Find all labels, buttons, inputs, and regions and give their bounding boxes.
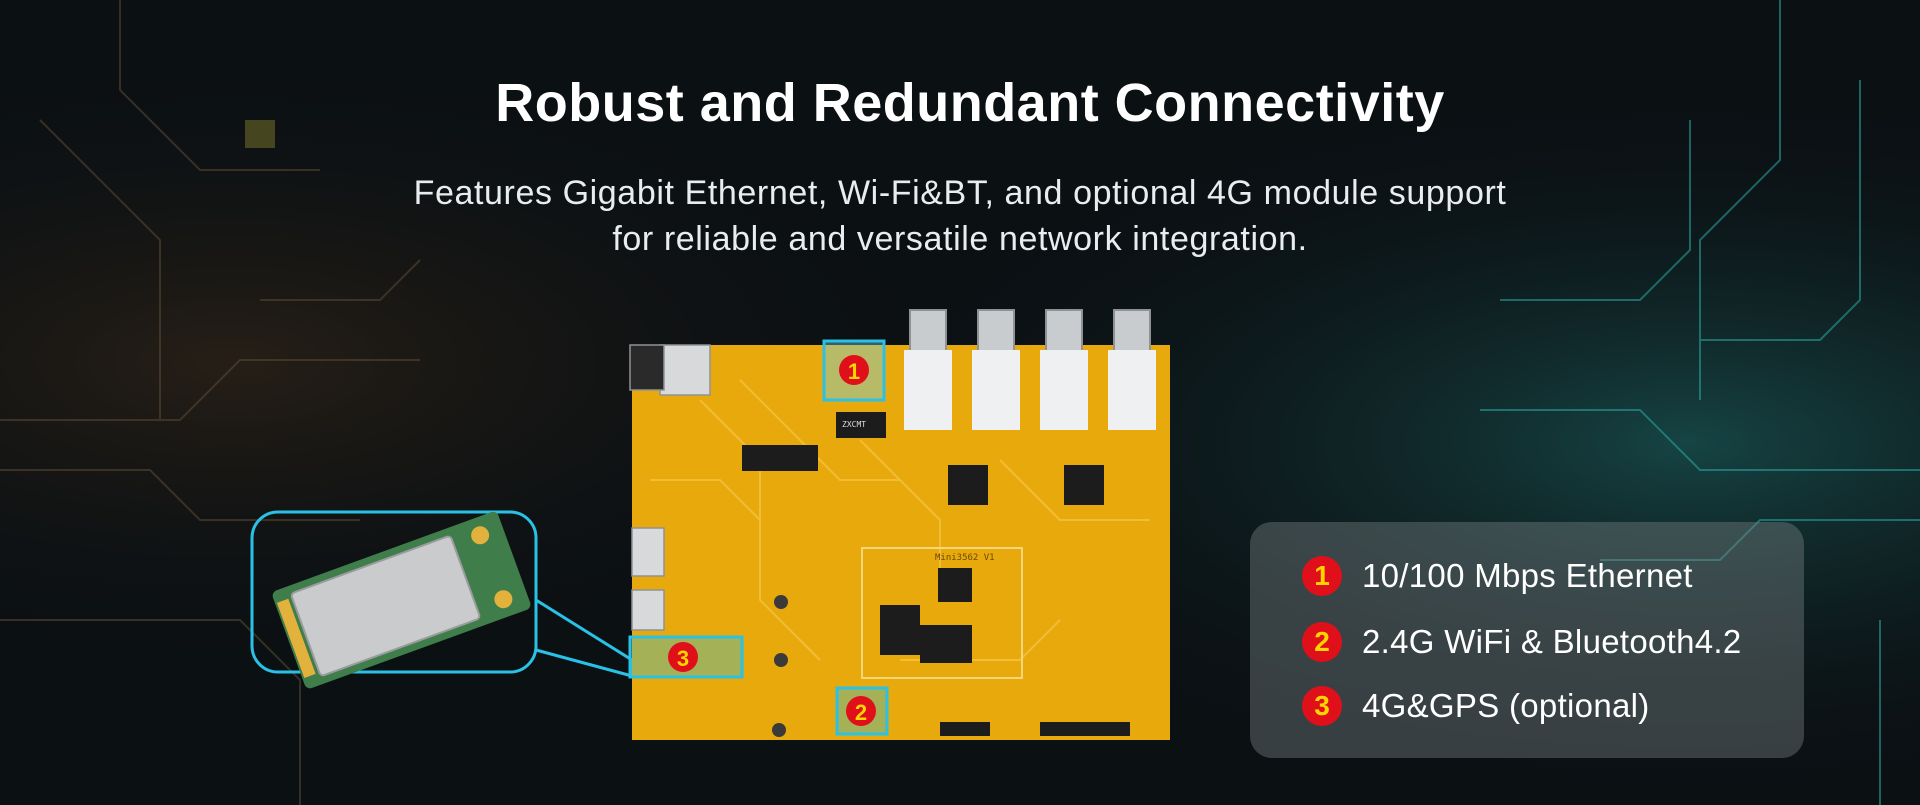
board-marker-2: 2 [846, 696, 876, 726]
board-marker-1: 1 [839, 355, 869, 385]
page-subtitle: Features Gigabit Ethernet, Wi-Fi&BT, and… [0, 170, 1920, 262]
legend-panel: 1 10/100 Mbps Ethernet 2 2.4G WiFi & Blu… [1250, 522, 1804, 758]
svg-text:2: 2 [855, 700, 867, 725]
legend-item: 1 10/100 Mbps Ethernet [1302, 554, 1693, 598]
legend-label: 10/100 Mbps Ethernet [1362, 557, 1693, 594]
svg-text:1: 1 [848, 359, 860, 384]
subtitle-line-2: for reliable and versatile network integ… [612, 220, 1308, 258]
board-marker-3: 3 [668, 642, 698, 672]
number-badge-2: 2 [1302, 622, 1342, 662]
legend-item: 2 2.4G WiFi & Bluetooth4.2 [1302, 620, 1742, 664]
number-badge-1: 1 [1302, 556, 1342, 596]
module-label: Mini3562 V1 [935, 553, 995, 563]
main-board: Mini3562 V1 ZXCMT [629, 309, 1170, 740]
page-title: Robust and Redundant Connectivity [495, 73, 1445, 133]
legend-item: 3 4G&GPS (optional) [1302, 684, 1650, 728]
legend-label: 4G&GPS (optional) [1362, 687, 1650, 724]
number-badge-3: 3 [1302, 686, 1342, 726]
legend-label: 2.4G WiFi & Bluetooth4.2 [1362, 623, 1742, 660]
svg-text:3: 3 [677, 646, 689, 671]
4g-module-callout [250, 510, 634, 689]
subtitle-line-1: Features Gigabit Ethernet, Wi-Fi&BT, and… [413, 174, 1507, 212]
chip-label: ZXCMT [842, 420, 866, 429]
